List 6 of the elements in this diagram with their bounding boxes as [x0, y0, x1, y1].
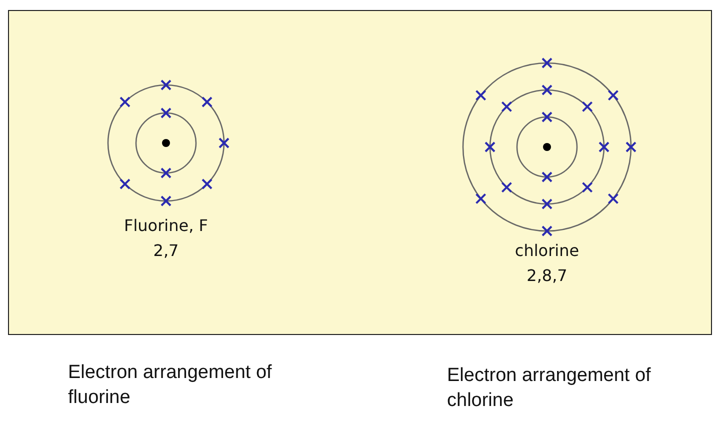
element-name: Fluorine, F [124, 216, 208, 235]
element-name: chlorine [514, 241, 580, 260]
electron-configuration: 2,8,7 [526, 266, 568, 285]
caption-text: Electron arrangement of fluorine [68, 361, 273, 410]
electron-configuration: 2,7 [153, 241, 179, 260]
caption-text: Electron arrangement of chlorine [447, 364, 652, 413]
